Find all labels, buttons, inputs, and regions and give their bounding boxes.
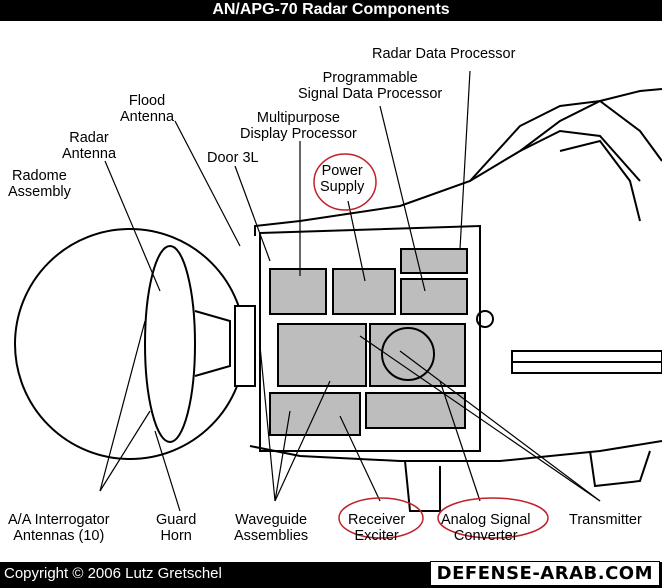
analog-disk — [381, 327, 435, 381]
fastener — [476, 310, 494, 328]
fuselage-outline — [254, 88, 662, 236]
radome — [14, 228, 246, 460]
canopy — [469, 99, 662, 182]
door-3l — [259, 224, 481, 452]
box-mdp — [269, 268, 327, 315]
antenna-dish — [144, 245, 196, 443]
copyright-text: Copyright © 2006 Lutz Gretschel — [4, 565, 222, 582]
antenna-mount — [194, 310, 231, 377]
box-rdp — [400, 248, 468, 274]
box-receiver — [365, 392, 466, 429]
fuselage-bottom — [249, 440, 662, 462]
label-transmitter: Transmitter — [569, 512, 642, 528]
box-transmitter — [277, 323, 367, 387]
diagram-title: AN/APG-70 Radar Components — [0, 0, 662, 21]
highlight-analog-signal-converter — [437, 497, 549, 539]
box-psdp — [400, 278, 468, 315]
label-door-3l: Door 3L — [207, 150, 259, 166]
highlight-receiver-exciter — [338, 497, 424, 539]
radar-diagram — [14, 70, 662, 539]
box-asc-large — [369, 323, 466, 387]
label-radar-data-processor: Radar Data Processor — [372, 46, 516, 62]
cockpit-seat — [559, 139, 641, 222]
brand-watermark: DEFENSE-ARAB.COM — [429, 561, 660, 586]
gear-door — [404, 460, 441, 512]
bulkhead — [234, 305, 256, 387]
gear-door-2 — [589, 450, 651, 488]
highlight-power-supply — [313, 153, 377, 211]
canopy-frame — [519, 129, 641, 182]
